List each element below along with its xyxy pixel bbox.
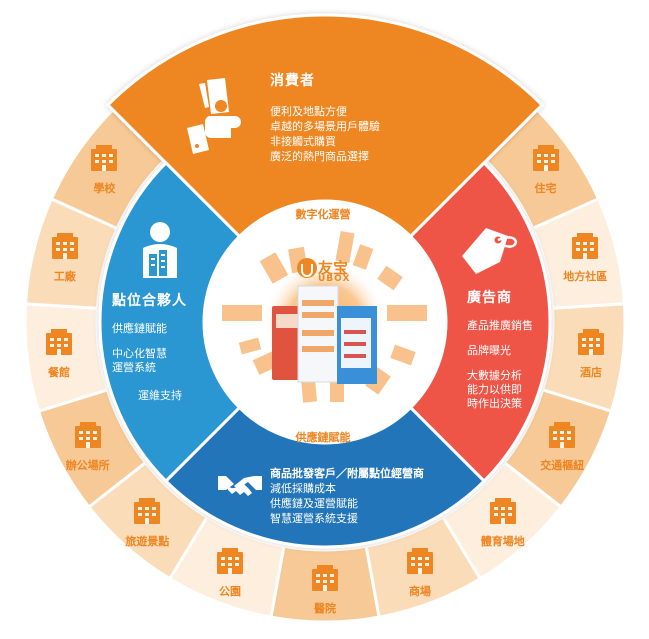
consumers-title: 消費者 [270, 73, 315, 89]
consumers-section: 消費者 便利及地點方便 卓越的多場景用戶體驗 非接觸式購買 廣泛的熱門商品選擇 [270, 70, 380, 164]
wholesale-title: 商品批發客戶／附屬點位經營商 [270, 467, 424, 480]
scenario-label: 醫院 [314, 602, 336, 615]
partners-item: 中心化智慧 [112, 347, 167, 360]
hotel-icon [574, 327, 608, 361]
stakeholder-ring [98, 13, 552, 549]
wholesale-line: 減低採購成本 [270, 482, 336, 495]
school-icon [87, 143, 121, 177]
wholesale-line: 智慧運營系統支援 [270, 512, 358, 525]
handshake-icon [218, 476, 262, 496]
scenario-label: 交通樞紐 [540, 458, 585, 472]
ubox-logo-cn: 友宝 [318, 259, 349, 277]
scenario-label: 體育場地 [480, 534, 525, 548]
scenario-label: 學校 [93, 181, 116, 195]
landmark-temple-icon [130, 496, 164, 530]
businessman-buildings-icon [143, 222, 177, 278]
partners-section: 點位合夥人 [112, 290, 187, 310]
train-icon [545, 420, 579, 454]
digital-operations-label: 數字化運營 [295, 208, 351, 221]
scenario-label: 酒店 [580, 366, 603, 380]
advertisers-item: 大數據分析 [467, 369, 522, 382]
scenario-label: 商場 [409, 584, 432, 598]
advertisers-item: 品牌曝光 [467, 344, 511, 357]
scenario-label: 住宅 [534, 181, 557, 195]
scenario-label: 工廠 [53, 269, 76, 283]
partners-title: 點位合夥人 [112, 293, 187, 309]
park-trees-icon [213, 546, 247, 580]
community-buildings-icon [568, 231, 602, 265]
plate-cutlery-icon [42, 327, 76, 361]
sports-venue-icon [486, 496, 520, 530]
scenario-label: 辦公場所 [65, 458, 110, 472]
partners-item: 運營系統 [112, 361, 156, 374]
red-pointer [450, 315, 463, 329]
consumers-line: 廣泛的熱門商品選擇 [270, 150, 369, 163]
residential-building-icon [529, 143, 563, 177]
advertisers-title: 廣告商 [467, 290, 512, 306]
shopping-cart-icon [403, 546, 437, 580]
advertisers-section: 廣告商 [467, 287, 512, 307]
ubox-logo-en: UBOX [318, 274, 351, 284]
scenario-label: 地方社區 [563, 269, 608, 283]
consumers-line: 非接觸式購買 [270, 135, 336, 148]
blue-left-pointer [187, 315, 200, 329]
advertisers-item: 產品推廣銷售 [467, 319, 533, 332]
wholesale-section: 商品批發客戶／附屬點位經營商 減低採購成本 供應鏈及運營賦能 智慧運營系統支援 [270, 466, 424, 526]
advertisers-item: 時作出決策 [467, 397, 522, 410]
supply-chain-label: 供應鏈賦能 [295, 431, 351, 444]
city-illustration [222, 231, 427, 403]
orange-pointer [318, 177, 332, 190]
scenario-label: 公園 [218, 584, 241, 598]
consumers-line: 卓越的多場景用戶體驗 [270, 120, 380, 133]
wholesale-line: 供應鏈及運營賦能 [270, 497, 358, 510]
partners-item: 運維支持 [138, 389, 182, 402]
scenario-label: 旅遊景點 [125, 534, 170, 548]
partners-item: 供應鏈賦能 [112, 322, 167, 335]
advertisers-item: 能力以供即 [467, 383, 522, 396]
blue-bottom-pointer [318, 445, 332, 458]
money-hand-icon [187, 78, 241, 154]
factory-icon [48, 231, 82, 265]
scenario-label: 餐館 [47, 366, 70, 380]
hospital-icon [308, 563, 342, 597]
consumers-line: 便利及地點方便 [270, 105, 347, 118]
office-towers-icon [71, 420, 105, 454]
price-tag-icon [462, 228, 518, 274]
